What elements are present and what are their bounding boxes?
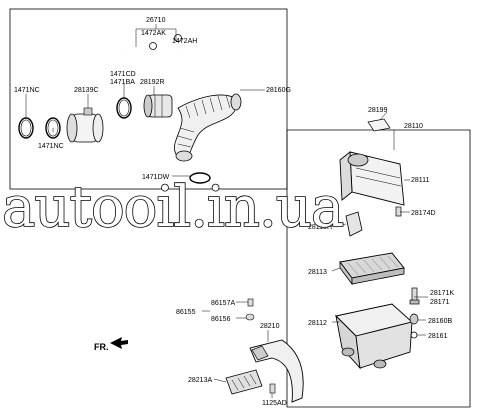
o-ring bbox=[410, 331, 418, 339]
label-28113: 28113 bbox=[308, 269, 327, 276]
label-86155: 86155 bbox=[176, 309, 196, 316]
label-86157A: 86157A bbox=[211, 300, 235, 307]
label-28160G: 28160G bbox=[266, 87, 291, 94]
label-1471NC-top: 1471NC bbox=[14, 87, 40, 94]
front-direction-arrow-icon bbox=[110, 337, 128, 349]
watermark: autooil.in.ua bbox=[2, 175, 343, 240]
label-28192R: 28192R bbox=[140, 79, 165, 86]
hose-clamp-left bbox=[18, 117, 34, 139]
label-28160B: 28160B bbox=[428, 318, 452, 325]
upper-assembly-frame bbox=[9, 8, 288, 190]
label-28210: 28210 bbox=[260, 323, 280, 330]
fastener-screw bbox=[245, 313, 255, 321]
label-1471CD: 1471CD bbox=[110, 71, 136, 78]
hose-clamp-middle bbox=[116, 97, 132, 119]
label-26710: 26710 bbox=[146, 17, 166, 24]
air-cleaner-lower-body bbox=[335, 303, 413, 370]
intake-cap bbox=[225, 369, 263, 395]
label-1472AK: 1472AK bbox=[141, 30, 166, 37]
intake-hose bbox=[174, 93, 242, 162]
hose-clamp-second bbox=[45, 117, 61, 139]
label-1471BA: 1471BA bbox=[110, 79, 135, 86]
fastener-clip bbox=[247, 298, 254, 307]
label-28110: 28110 bbox=[404, 123, 423, 130]
label-1471DW: 1471DW bbox=[142, 174, 170, 181]
label-1472AH: 1472AH bbox=[172, 38, 197, 45]
duct-bolt bbox=[269, 383, 276, 394]
air-duct bbox=[249, 339, 304, 403]
leader-lines bbox=[25, 24, 428, 398]
label-28112: 28112 bbox=[308, 320, 327, 327]
resonator bbox=[143, 94, 173, 118]
label-28171: 28171 bbox=[430, 299, 450, 306]
grommet bbox=[409, 313, 419, 325]
label-28199: 28199 bbox=[368, 107, 388, 114]
air-cleaner-upper-cover bbox=[339, 151, 405, 206]
air-filter-element bbox=[339, 252, 405, 286]
label-28174D: 28174D bbox=[411, 210, 436, 217]
mounting-bracket bbox=[345, 211, 363, 237]
hose-clamp-bottom bbox=[189, 172, 211, 184]
label-28161: 28161 bbox=[428, 333, 448, 340]
label-1471NC-bottom: 1471NC bbox=[38, 143, 64, 150]
cover-bolt bbox=[395, 206, 402, 217]
label-plate bbox=[367, 118, 391, 132]
label-1125AD: 1125AD bbox=[262, 400, 287, 407]
intake-temp-sensor bbox=[409, 287, 420, 305]
label-28111: 28111 bbox=[411, 177, 430, 184]
label-28171K: 28171K bbox=[430, 290, 454, 297]
air-flow-sensor bbox=[66, 107, 104, 143]
label-28213A: 28213A bbox=[188, 377, 212, 384]
label-28139C: 28139C bbox=[74, 87, 99, 94]
front-direction-label: FR. bbox=[94, 342, 109, 352]
label-86156: 86156 bbox=[211, 316, 231, 323]
label-28115H: 28115H bbox=[308, 224, 332, 231]
